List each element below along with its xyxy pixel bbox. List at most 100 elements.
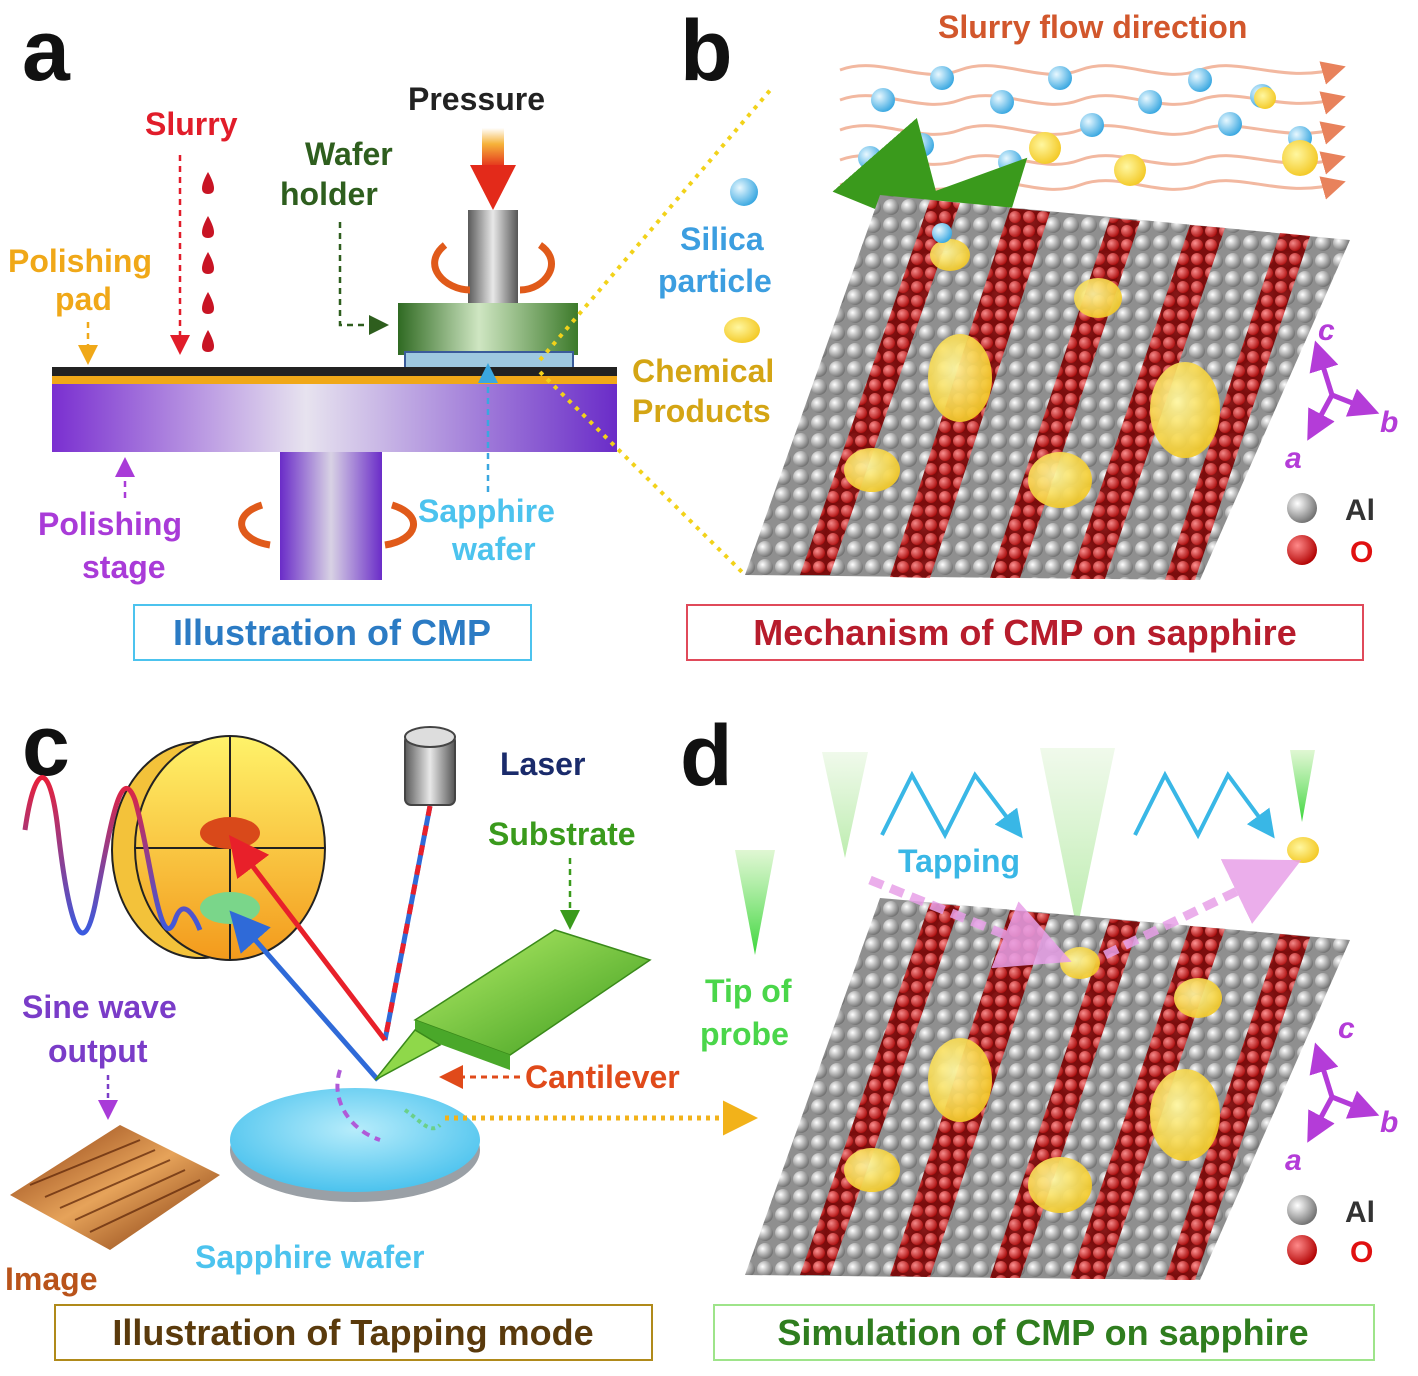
tip-label-2: probe bbox=[700, 1016, 789, 1052]
slurry-drops bbox=[202, 172, 214, 352]
flow-chemical-products bbox=[1029, 87, 1318, 186]
sapphire-wafer-label-1: Sapphire bbox=[418, 493, 555, 529]
sapphire-wafer-c-label: Sapphire wafer bbox=[195, 1239, 424, 1275]
al-legend-label-d: Al bbox=[1345, 1196, 1375, 1229]
panel-b: b Slurry flow direction bbox=[632, 3, 1398, 661]
laser-label: Laser bbox=[500, 746, 585, 782]
panel-b-letter: b bbox=[680, 3, 733, 99]
laser-spot-green bbox=[200, 892, 260, 924]
slurry-flow-title: Slurry flow direction bbox=[938, 9, 1247, 45]
substrate-label: Substrate bbox=[488, 816, 636, 852]
tapping-zigzag-right bbox=[1133, 770, 1275, 840]
cantilever-label: Cantilever bbox=[525, 1059, 680, 1095]
tapping-zigzag-left bbox=[880, 770, 1023, 840]
surface-silica-particle bbox=[932, 223, 952, 243]
al-legend-icon-d bbox=[1287, 1195, 1317, 1225]
silica-label-1: Silica bbox=[680, 221, 764, 257]
removed-chemical-product bbox=[1287, 837, 1319, 863]
panel-c: c Laser Substrate Cantilever bbox=[5, 698, 758, 1361]
probe-tip-faint-1 bbox=[822, 752, 868, 858]
o-legend-icon-d bbox=[1287, 1235, 1317, 1265]
silica-legend-icon bbox=[730, 178, 758, 206]
laser-beam-blue bbox=[382, 805, 433, 1041]
axis-c-label: c bbox=[1318, 314, 1335, 347]
panel-a-caption: Illustration of CMP bbox=[173, 612, 491, 653]
tapping-motion-arrow bbox=[335, 1069, 381, 1142]
pressure-arrow-head bbox=[470, 165, 516, 210]
surface-chemical-products-d bbox=[844, 947, 1222, 1213]
holder-spindle bbox=[468, 210, 518, 306]
axes-d bbox=[1307, 1042, 1380, 1143]
tip-label-1: Tip of bbox=[705, 973, 792, 1009]
silica-label-2: particle bbox=[658, 263, 772, 299]
wafer-holder-arrow bbox=[338, 222, 389, 335]
o-legend-label: O bbox=[1350, 536, 1373, 569]
sapphire-wafer-disc bbox=[404, 351, 574, 369]
slurry-label: Slurry bbox=[145, 106, 238, 142]
afm-image-ridges bbox=[29, 1139, 201, 1233]
chemical-label-1: Chemical bbox=[632, 353, 774, 389]
laser-spot-red bbox=[200, 817, 260, 849]
o-legend-icon bbox=[1287, 535, 1317, 565]
polishing-stage-label-1: Polishing bbox=[38, 506, 182, 542]
oxygen-stripes bbox=[800, 200, 1310, 580]
probe-tip-legend bbox=[735, 850, 775, 955]
panel-d: d Tapping Tip o bbox=[680, 708, 1398, 1361]
tapping-approach-arrow bbox=[868, 875, 1072, 969]
reflected-beam-blue bbox=[229, 910, 380, 1082]
panel-a-letter: a bbox=[22, 3, 71, 99]
wafer-holder-label-1: Wafer bbox=[305, 136, 393, 172]
cantilever-arm bbox=[374, 1029, 442, 1081]
panel-d-caption-box bbox=[713, 1304, 1375, 1361]
polishing-pad bbox=[52, 376, 617, 384]
pressure-label: Pressure bbox=[408, 81, 545, 117]
panel-a: a Slurry Pressure Wafer holder bbox=[8, 3, 774, 661]
sine-output-label-1: Sine wave bbox=[22, 989, 177, 1025]
panel-c-caption-box bbox=[54, 1304, 653, 1361]
polishing-stage-label-2: stage bbox=[82, 549, 166, 585]
axis-b-label: b bbox=[1380, 406, 1398, 439]
sapphire-wafer-surface bbox=[230, 1088, 480, 1192]
reflected-beam-red bbox=[228, 835, 387, 1042]
substrate-side bbox=[415, 1020, 510, 1070]
wafer-holder-label-2: holder bbox=[280, 176, 378, 212]
axis-c-label-d: c bbox=[1338, 1012, 1355, 1045]
pressure-arrow-shaft bbox=[482, 128, 504, 168]
panel-c-caption: Illustration of Tapping mode bbox=[112, 1312, 593, 1353]
rotation-arrow-top-right bbox=[519, 242, 555, 294]
rotation-arrow-bottom-right bbox=[384, 501, 417, 549]
wafer-holder bbox=[398, 303, 578, 355]
zoom-line-bottom bbox=[538, 370, 747, 577]
rotation-arrow-bottom-left bbox=[238, 501, 271, 549]
panel-d-letter: d bbox=[680, 708, 733, 804]
sine-output-label-2: output bbox=[48, 1033, 148, 1069]
polishing-pad-top bbox=[52, 367, 617, 376]
stage-shaft bbox=[280, 452, 382, 580]
tapping-label: Tapping bbox=[898, 843, 1020, 879]
axes-b bbox=[1307, 340, 1380, 441]
panel-b-caption-box bbox=[686, 604, 1364, 661]
panel-a-caption-box bbox=[133, 604, 532, 661]
axis-b-label-d: b bbox=[1380, 1106, 1398, 1139]
chemical-legend-icon bbox=[724, 317, 760, 343]
image-label: Image bbox=[5, 1261, 97, 1297]
afm-image bbox=[10, 1125, 220, 1250]
rotation-arrow-top-left bbox=[431, 242, 471, 294]
axis-a-label: a bbox=[1285, 442, 1302, 475]
chemical-label-2: Products bbox=[632, 393, 771, 429]
sine-wave bbox=[22, 775, 203, 936]
panel-b-caption: Mechanism of CMP on sapphire bbox=[753, 612, 1296, 653]
al-legend-label: Al bbox=[1345, 494, 1375, 527]
polishing-pad-label-2: pad bbox=[55, 281, 112, 317]
o-legend-label-d: O bbox=[1350, 1236, 1373, 1269]
tapping-remove-arrow bbox=[1103, 859, 1302, 960]
axis-a-label-d: a bbox=[1285, 1144, 1302, 1177]
laser-top bbox=[404, 726, 456, 748]
probe-tip-center bbox=[1040, 748, 1115, 930]
sapphire-wafer-label-2: wafer bbox=[451, 531, 536, 567]
panel-d-caption: Simulation of CMP on sapphire bbox=[777, 1312, 1308, 1353]
surface-chemical-products bbox=[844, 239, 1220, 508]
polishing-stage bbox=[52, 384, 617, 452]
probe-tip-right bbox=[1290, 750, 1315, 822]
